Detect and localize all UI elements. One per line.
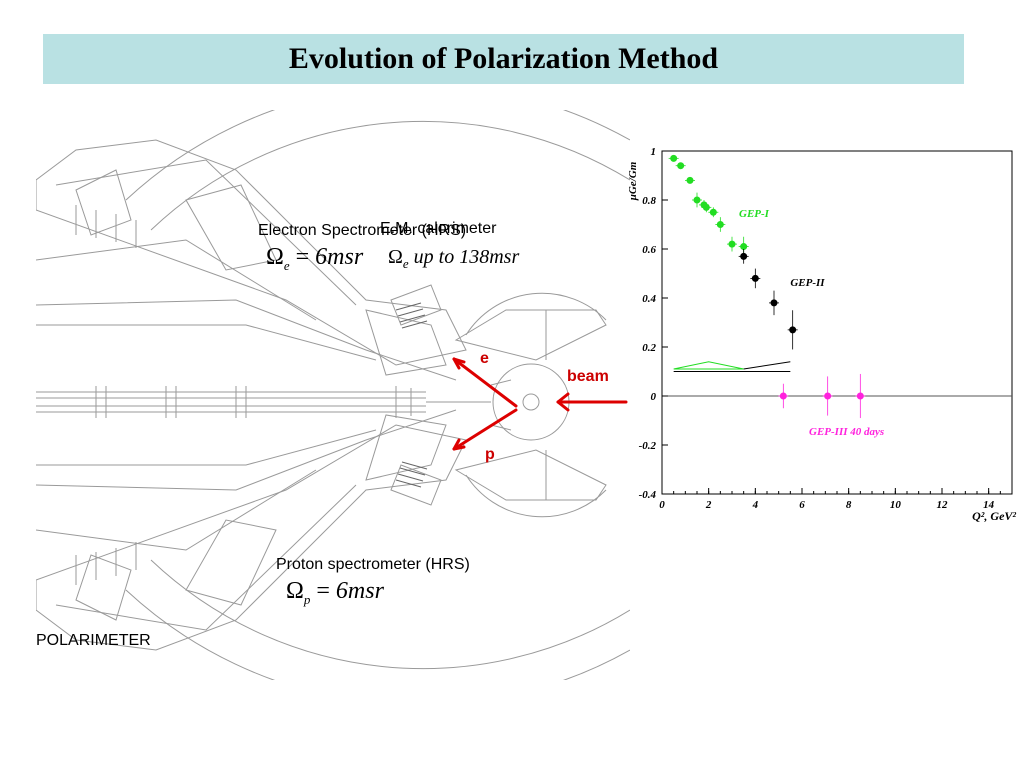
gep-ii-point [770, 299, 778, 307]
gep-ii-point [740, 252, 748, 260]
x-tick-label: 12 [937, 499, 949, 511]
series-annotation: GEP-II [790, 277, 825, 289]
gep-i-point [677, 162, 685, 170]
gep-i-point [709, 208, 717, 216]
omega-e-equation: Ωe = 6msr [266, 244, 364, 273]
plot-frame [661, 150, 1013, 495]
y-tick-label: 0.6 [642, 244, 656, 256]
gep-iii-40-days-point [824, 392, 832, 400]
gep-ii-point [751, 274, 759, 282]
y-tick-label: -0.2 [639, 440, 657, 452]
y-axis-label: μGe/Gm [627, 161, 639, 201]
detector-schematic [36, 110, 630, 680]
gep-i-point [716, 221, 724, 228]
x-tick-label: 2 [705, 499, 712, 511]
omega-p-equation: Ωp = 6msr [286, 578, 384, 607]
omega-p-subscript: p [303, 591, 311, 607]
gep-i-point [670, 154, 678, 162]
x-tick-label: 6 [799, 499, 805, 511]
gep-i-point [686, 176, 694, 184]
omega-e-value: 6msr [315, 244, 364, 270]
projection-line-upper [743, 361, 791, 370]
gep-i-point [693, 196, 701, 204]
polarimeter-label: POLARIMETER [36, 632, 151, 649]
y-tick-label: 0 [651, 391, 657, 403]
slide-title: Evolution of Polarization Method [288, 42, 719, 75]
gep-iii-40-days-point [779, 392, 787, 400]
gep-ii-point [789, 326, 797, 334]
em-calorimeter-label: E.M. calorimeter [380, 220, 497, 237]
proton-spectrometer-label: Proton spectrometer (HRS) [276, 556, 470, 573]
gep-i-point [740, 243, 748, 251]
x-tick-label: 10 [890, 499, 902, 511]
omega-e2-value: up to 138msr [413, 246, 520, 268]
gep-iii-40-days-point [856, 392, 864, 400]
omega-e-calorimeter-equation: Ωe up to 138msr [388, 246, 520, 271]
y-tick-label: -0.4 [639, 489, 657, 501]
x-tick-label: 4 [752, 499, 759, 511]
omega-e2-subscript: e [402, 256, 409, 271]
beam-arrow-label: beam [567, 368, 609, 385]
gep-i-point [728, 240, 736, 248]
y-tick-label: 0.8 [642, 195, 656, 207]
proton-arrow-label: p [485, 446, 495, 463]
gep-i-point [702, 203, 710, 211]
omega-e-subscript: e [283, 257, 290, 273]
series-annotation: GEP-I [739, 208, 770, 220]
series-annotation: GEP-III 40 days [809, 426, 884, 438]
y-tick-label: 0.4 [642, 293, 656, 305]
x-tick-label: 8 [846, 499, 852, 511]
projection-band [673, 361, 744, 370]
y-tick-label: 0.2 [642, 342, 656, 354]
title-bar: Evolution of Polarization Method [43, 34, 964, 84]
x-tick-label: 0 [659, 499, 665, 511]
y-tick-label: 1 [651, 146, 657, 158]
omega-p-value: 6msr [335, 578, 384, 604]
x-axis-label: Q², GeV² [972, 509, 1016, 523]
electron-spectrometer-label: Electron Spectrometer (HRS) [258, 222, 467, 239]
x-tick-label: 14 [983, 499, 995, 511]
electron-arrow-label: e [480, 350, 489, 367]
